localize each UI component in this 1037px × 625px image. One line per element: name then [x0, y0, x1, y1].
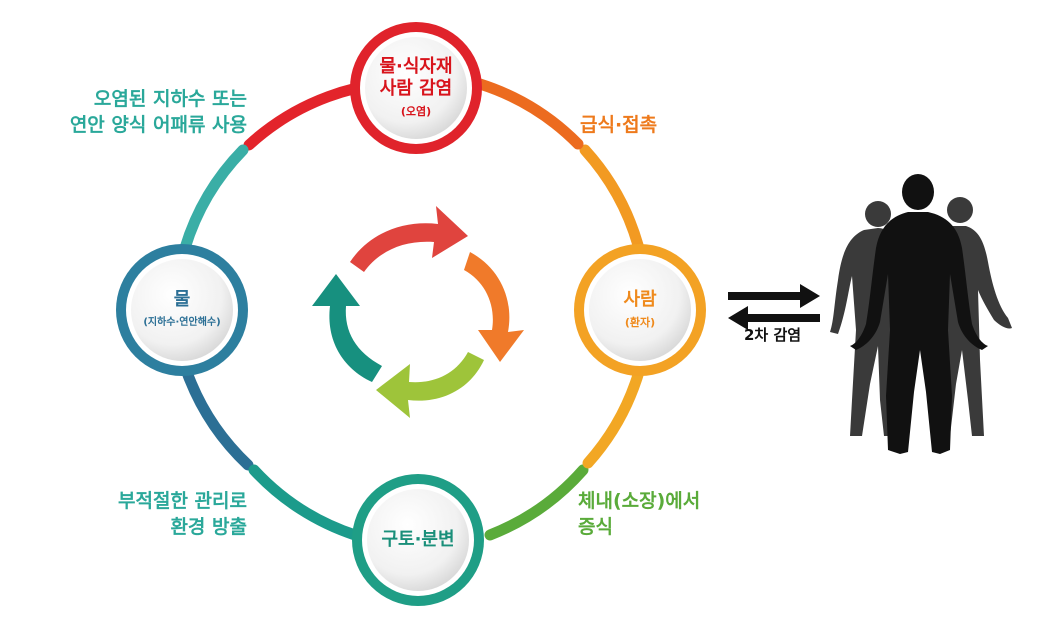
label-bottom-left-line1: 부적절한 관리로 — [118, 490, 247, 512]
secondary-infection-label: 2차 감염 — [744, 326, 802, 344]
double-arrow — [728, 284, 820, 330]
node-top-title-line2: 사람 감염 — [379, 78, 453, 99]
node-right: 사람 (환자) — [589, 259, 691, 361]
node-left: 물 (지하수·연안해수) — [131, 259, 233, 361]
node-left-bg — [116, 244, 248, 376]
node-right-title: 사람 — [623, 289, 657, 310]
label-bottom-left-line2: 환경 방출 — [170, 516, 247, 538]
node-left-title: 물 — [173, 289, 191, 310]
label-top-right: 급식·접촉 — [580, 114, 658, 136]
arrow-green — [376, 352, 484, 418]
label-top-left-line2: 연안 양식 어패류 사용 — [69, 114, 247, 136]
ring-seg-left-upper — [179, 144, 249, 254]
ring-seg-left-lower — [182, 369, 254, 471]
node-right-sub: (환자) — [624, 316, 656, 329]
node-right-bg — [574, 244, 706, 376]
label-top-left: 오염된 지하수 또는 연안 양식 어패류 사용 — [70, 86, 247, 138]
arrow-orange — [464, 252, 524, 362]
ring — [179, 76, 644, 541]
label-bottom-right: 체내(소장)에서 증식 — [578, 488, 700, 540]
node-bottom: 구토·분변 — [367, 489, 469, 591]
label-top-left-line1: 오염된 지하수 또는 — [93, 88, 247, 110]
node-left-sub: (지하수·연안해수) — [143, 317, 221, 328]
center-arrows — [312, 206, 524, 418]
node-top-bg — [350, 22, 482, 154]
ring-seg-bottom-left — [248, 464, 361, 541]
node-top: 물·식자재 사람 감염 (오염) — [365, 37, 467, 139]
node-bottom-bg — [352, 474, 484, 606]
label-bottom-left: 부적절한 관리로 환경 방출 — [118, 488, 247, 540]
node-bottom-title: 구토·분변 — [381, 529, 455, 550]
human-silhouettes — [830, 174, 1012, 454]
node-top-title-line1: 물·식자재 — [379, 56, 453, 77]
ring-seg-right-upper — [579, 144, 644, 251]
node-top-sub: (오염) — [400, 105, 432, 118]
arrow-red — [350, 206, 468, 272]
ring-seg-bottom-right — [484, 464, 589, 541]
arrow-teal — [312, 274, 382, 382]
label-bottom-right-line2: 증식 — [578, 516, 613, 538]
ring-seg-right-lower — [582, 369, 644, 469]
label-bottom-right-line1: 체내(소장)에서 — [578, 490, 701, 512]
ring-seg-top-right — [474, 78, 584, 150]
